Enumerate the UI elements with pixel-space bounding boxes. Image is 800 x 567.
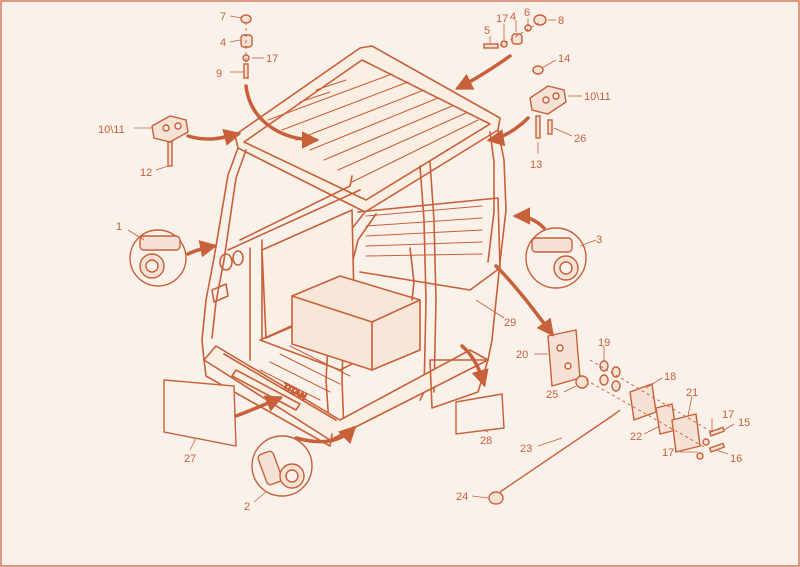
- callout-c9: 9: [216, 68, 222, 80]
- dashed-guides: [245, 21, 713, 449]
- callout-c12: 12: [140, 167, 152, 179]
- rear-pillar: [487, 129, 507, 361]
- callout-c4a: 4: [220, 37, 226, 49]
- part-4-bushing: [240, 34, 253, 48]
- part-5-bolt: [483, 43, 499, 49]
- callout-c1011b: 10\11: [584, 91, 611, 103]
- callout-c7: 7: [220, 11, 226, 23]
- callout-c4b: 4: [510, 11, 516, 23]
- callout-c13: 13: [530, 159, 542, 171]
- part-26-bolt: [547, 119, 553, 135]
- callout-c22: 22: [630, 431, 642, 443]
- callout-c6: 6: [524, 7, 530, 19]
- hinge-plate-20: [547, 329, 581, 387]
- rod-23: [499, 409, 621, 493]
- part-9-bolt: [243, 63, 249, 79]
- part-14: [532, 65, 544, 75]
- loose-parts: [129, 14, 726, 505]
- callout-c3: 3: [596, 234, 602, 246]
- left-front-pillar: [201, 147, 239, 361]
- callout-c25: 25: [546, 389, 558, 401]
- callout-c24: 24: [456, 491, 468, 503]
- callout-c28: 28: [480, 435, 492, 447]
- part-7: [240, 14, 252, 24]
- callout-c16: 16: [730, 453, 742, 465]
- callout-c18: 18: [664, 371, 676, 383]
- knob-24: [488, 491, 504, 505]
- callout-c17d: 17: [662, 447, 674, 459]
- callout-c17b: 17: [496, 13, 508, 25]
- detail-1: [129, 229, 187, 287]
- callout-c8: 8: [558, 15, 564, 27]
- leader-lines: [127, 15, 735, 503]
- cab-roof: [234, 45, 501, 213]
- part-25: [575, 375, 589, 389]
- callout-c15: 15: [738, 417, 750, 429]
- part-12-bolt: [167, 141, 173, 167]
- callout-c17a: 17: [266, 53, 278, 65]
- plate-21: [671, 413, 701, 453]
- cab-frame: TITAN: [201, 45, 507, 447]
- assembly-arrows: [186, 54, 555, 445]
- seat-platform: [291, 275, 421, 371]
- callout-c29: 29: [504, 317, 516, 329]
- plate-28: [455, 393, 505, 435]
- callout-c23: 23: [520, 443, 532, 455]
- roof-ribs: [267, 73, 479, 183]
- plate-27: [163, 379, 237, 447]
- callout-c21: 21: [686, 387, 698, 399]
- part-8: [533, 14, 547, 26]
- callout-c1011a: 10\11: [98, 124, 125, 136]
- detail-2: [251, 435, 313, 497]
- detail-3: [525, 227, 587, 289]
- callout-c20: 20: [516, 349, 528, 361]
- callout-c2: 2: [244, 501, 250, 513]
- callout-c5: 5: [484, 25, 490, 37]
- callout-c26: 26: [574, 133, 586, 145]
- callout-c17c: 17: [722, 409, 734, 421]
- part-13-bolt: [535, 115, 541, 139]
- callout-c19: 19: [598, 337, 610, 349]
- callout-c27: 27: [184, 453, 196, 465]
- callout-c1: 1: [116, 221, 122, 233]
- callout-c14: 14: [558, 53, 570, 65]
